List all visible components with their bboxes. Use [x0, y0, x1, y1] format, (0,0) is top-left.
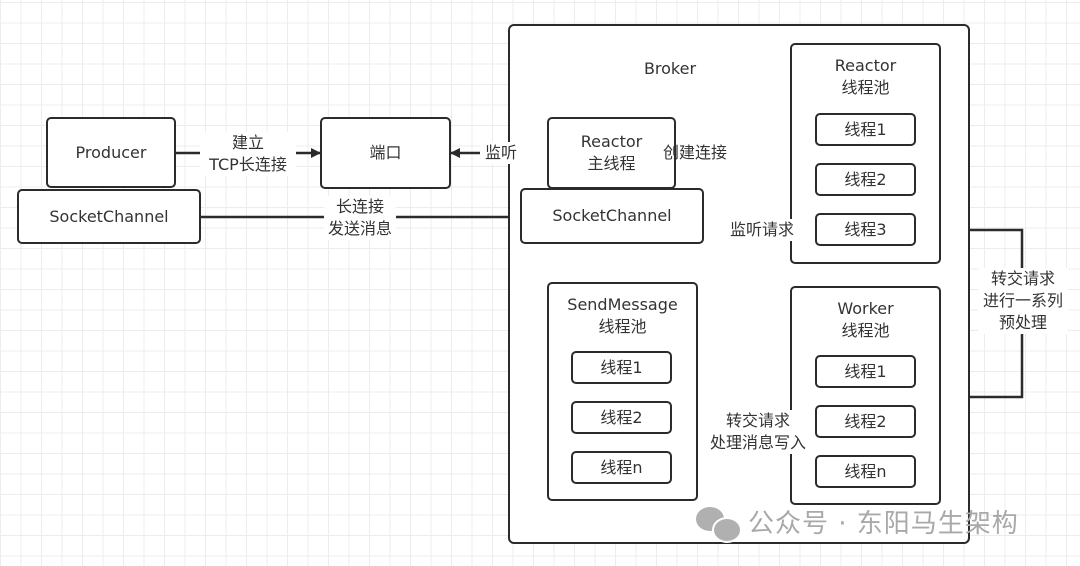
- reactor-main-thread-box: Reactor 主线程: [547, 117, 676, 189]
- edge-label-preprocess-line1: 转交请求: [990, 269, 1055, 288]
- worker-thread-n: 线程n: [815, 455, 916, 488]
- reactor-main-subtitle: 主线程: [587, 154, 636, 173]
- reactor-thread-1-label: 线程1: [844, 119, 887, 139]
- broker-socketchannel-label: SocketChannel: [552, 206, 672, 225]
- reactor-thread-2: 线程2: [815, 163, 916, 196]
- sendmessage-thread-2: 线程2: [571, 401, 672, 434]
- client-socketchannel-label: SocketChannel: [49, 206, 169, 226]
- edge-label-long-conn-line2: 发送消息: [327, 219, 392, 238]
- worker-pool-title: Worker: [837, 299, 894, 318]
- worker-thread-2: 线程2: [815, 405, 916, 438]
- worker-thread-2-label: 线程2: [844, 411, 887, 431]
- sendmessage-thread-1: 线程1: [571, 351, 672, 384]
- edge-label-write-line2: 处理消息写入: [709, 433, 806, 452]
- producer-box: Producer: [46, 117, 176, 188]
- sendmessage-thread-n: 线程n: [571, 451, 672, 484]
- port-label: 端口: [369, 143, 402, 162]
- edge-label-create-connection: 创建连接: [662, 143, 727, 162]
- reactor-thread-3-label: 线程3: [844, 219, 887, 239]
- broker-socketchannel-box: SocketChannel: [520, 188, 704, 244]
- worker-thread-1-label: 线程1: [844, 361, 887, 381]
- worker-thread-n-label: 线程n: [844, 461, 887, 481]
- sendmessage-thread-n-label: 线程n: [600, 457, 643, 477]
- sendmessage-thread-2-label: 线程2: [600, 407, 643, 427]
- reactor-thread-3: 线程3: [815, 213, 916, 246]
- edge-label-preprocess-line2: 进行一系列: [982, 291, 1063, 310]
- edge-label-forward-write: 转交请求 处理消息写入: [706, 410, 810, 454]
- watermark-text: 公众号 · 东阳马生架构: [748, 509, 1019, 539]
- edge-label-establish-line2: TCP长连接: [209, 155, 287, 174]
- edge-label-long-conn-line1: 长连接: [335, 197, 384, 216]
- client-socketchannel-box: SocketChannel: [17, 189, 201, 244]
- edge-label-listen: 监听: [480, 142, 522, 164]
- sendmessage-pool-subtitle: 线程池: [598, 317, 647, 336]
- reactor-main-title: Reactor: [580, 132, 643, 151]
- reactor-thread-2-label: 线程2: [844, 169, 887, 189]
- sendmessage-thread-1-label: 线程1: [600, 357, 643, 377]
- worker-thread-1: 线程1: [815, 355, 916, 388]
- port-box: 端口: [320, 117, 451, 189]
- reactor-pool-subtitle: 线程池: [841, 78, 890, 97]
- wechat-icon: [696, 505, 742, 543]
- edge-label-long-conn-send: 长连接 发送消息: [324, 196, 396, 240]
- producer-label: Producer: [75, 142, 147, 162]
- broker-title: Broker: [643, 59, 697, 78]
- watermark: 公众号 · 东阳马生架构: [696, 503, 1019, 543]
- worker-pool-subtitle: 线程池: [841, 321, 890, 340]
- edge-label-preprocess-line3: 预处理: [998, 313, 1047, 332]
- sendmessage-pool-title: SendMessage: [567, 295, 678, 314]
- edge-label-establish-line1: 建立: [231, 133, 264, 152]
- reactor-pool-title: Reactor: [834, 56, 897, 75]
- reactor-thread-1: 线程1: [815, 113, 916, 146]
- edge-label-forward-preprocess: 转交请求 进行一系列 预处理: [978, 268, 1068, 334]
- edge-label-listen-request: 监听请求: [726, 219, 798, 241]
- edge-label-establish-tcp: 建立 TCP长连接: [200, 132, 296, 176]
- edge-label-write-line1: 转交请求: [725, 411, 790, 430]
